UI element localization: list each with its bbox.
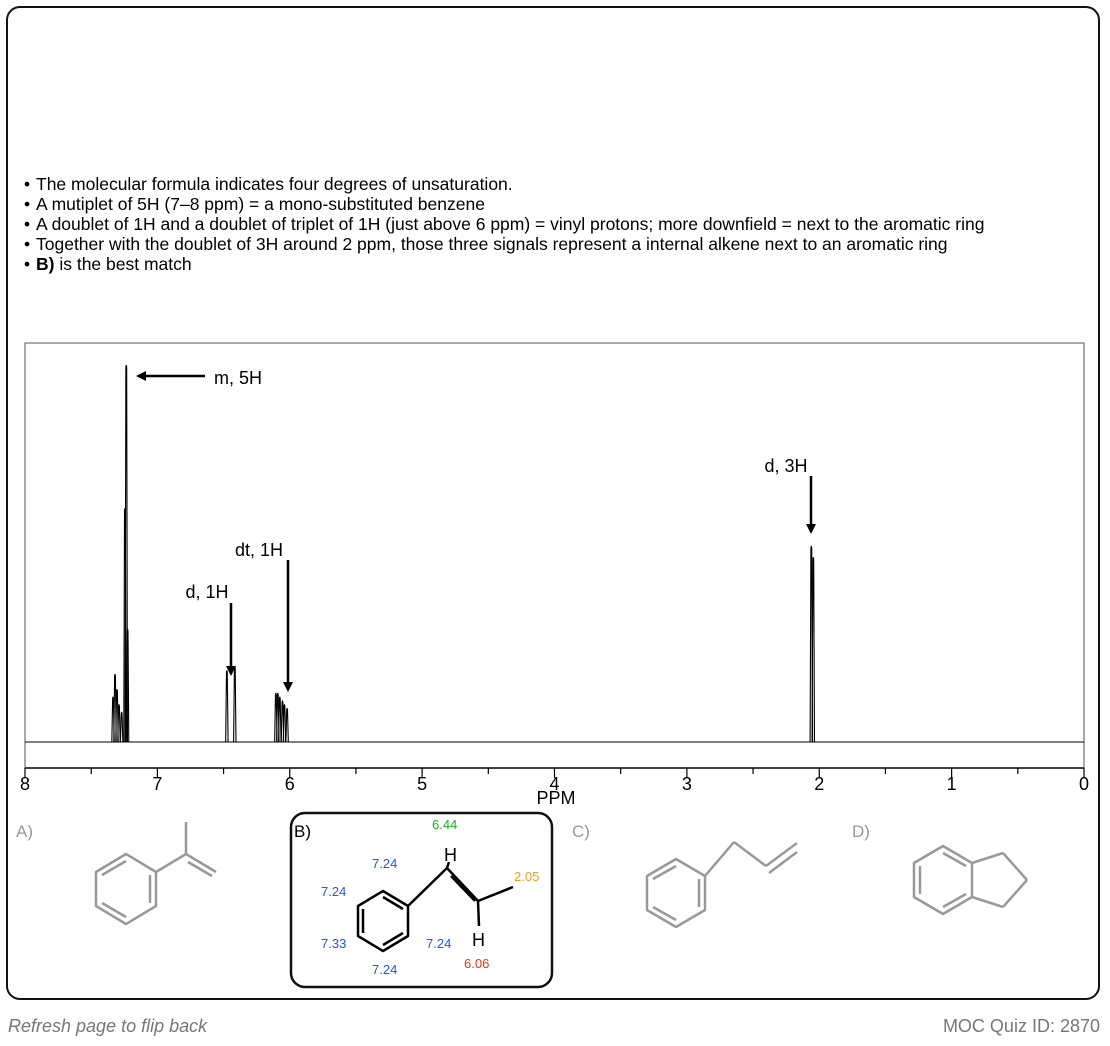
shift-label-aromatic: 7.24 — [372, 962, 397, 977]
shift-label-methyl: 2.05 — [514, 869, 539, 884]
shift-label-aromatic: 7.24 — [321, 884, 346, 899]
bullet-dot: • — [24, 254, 31, 274]
bullet-dot: • — [24, 174, 31, 194]
trans-beta-methylstyrene-structure — [356, 861, 514, 953]
annotation-dt1h: dt, 1H — [235, 540, 293, 692]
nmr-peak — [124, 364, 129, 743]
shift-label-aromatic: 7.24 — [426, 936, 451, 951]
x-axis-label: PPM — [536, 788, 575, 808]
bullet-dot: • — [24, 234, 31, 254]
quiz-id: MOC Quiz ID: 2870 — [942, 1016, 1100, 1036]
nmr-peak — [276, 692, 280, 743]
annotation-label: m, 5H — [214, 368, 262, 388]
x-tick-label: 6 — [285, 774, 295, 794]
nmr-peak — [282, 704, 287, 743]
x-tick-label: 0 — [1079, 774, 1089, 794]
atom-h-label: H — [444, 845, 457, 865]
spectrum-peaks — [25, 364, 1084, 743]
option-label: B) — [294, 822, 311, 841]
shift-label-vinyl-top: 6.44 — [432, 817, 457, 832]
nmr-peak — [119, 711, 124, 743]
bullet-text: Together with the doublet of 3H around 2… — [36, 234, 948, 254]
shift-label-vinyl-bottom: 6.06 — [464, 956, 489, 971]
correct-answer-box — [289, 811, 554, 989]
x-tick-label: 8 — [20, 774, 30, 794]
plot-frame — [24, 342, 1085, 769]
shift-label-aromatic: 7.24 — [372, 856, 397, 871]
nmr-peak — [113, 674, 117, 743]
option-c[interactable]: C) — [572, 822, 798, 929]
annotation-m5h: m, 5H — [136, 368, 262, 388]
option-label: C) — [572, 822, 590, 841]
allylbenzene-structure — [645, 841, 798, 929]
bullet-text: is the best match — [54, 254, 192, 274]
refresh-hint: Refresh page to flip back — [8, 1016, 208, 1036]
annotation-d1h: d, 1H — [185, 582, 236, 676]
x-tick-label: 4 — [549, 774, 559, 794]
option-d[interactable]: D) — [852, 822, 1028, 916]
nmr-peak — [125, 628, 130, 743]
annotation-d3h: d, 3H — [764, 456, 816, 534]
bullet-bold: B) — [36, 254, 55, 274]
nmr-peak — [274, 692, 278, 743]
annotation-label: dt, 1H — [235, 540, 283, 560]
x-tick-label: 5 — [417, 774, 427, 794]
bullet-text: A doublet of 1H and a doublet of triplet… — [36, 214, 985, 234]
nmr-peak — [285, 707, 289, 743]
bullet-item: •The molecular formula indicates four de… — [24, 174, 1074, 194]
x-tick-label: 7 — [152, 774, 162, 794]
indane-structure — [912, 844, 1028, 916]
bullet-dot: • — [24, 214, 31, 234]
bullet-item: •A doublet of 1H and a doublet of triple… — [24, 214, 1074, 234]
bullet-item: •Together with the doublet of 3H around … — [24, 234, 1074, 254]
nmr-peak — [280, 700, 285, 743]
bullet-text: The molecular formula indicates four deg… — [36, 174, 513, 194]
x-tick-label: 3 — [682, 774, 692, 794]
nmr-peak — [117, 704, 121, 743]
x-axis: 8 7 6 5 4 3 2 1 0 — [20, 767, 1089, 794]
x-tick-label: 1 — [947, 774, 957, 794]
atom-h-label: H — [472, 930, 485, 950]
bullet-item: •B) is the best match — [24, 254, 1074, 274]
bullet-text: A mutiplet of 5H (7–8 ppm) = a mono-subs… — [36, 194, 485, 214]
option-label: D) — [852, 822, 870, 841]
x-tick-label: 2 — [814, 774, 824, 794]
option-label: A) — [16, 822, 33, 841]
bullet-item: •A mutiplet of 5H (7–8 ppm) = a mono-sub… — [24, 194, 1074, 214]
shift-label-aromatic: 7.33 — [321, 936, 346, 951]
nmr-peak — [278, 696, 282, 743]
option-b[interactable]: B) H H 6.44 2.05 6.06 7.24 7.24 7.33 7.2… — [289, 811, 554, 989]
annotation-label: d, 1H — [185, 582, 228, 602]
annotation-label: d, 3H — [764, 456, 807, 476]
option-a[interactable]: A) — [16, 822, 217, 926]
nmr-peak — [809, 545, 814, 743]
nmr-peak — [811, 557, 816, 743]
bullet-dot: • — [24, 194, 31, 214]
alpha-methylstyrene-structure — [94, 822, 217, 926]
explanation-list: •The molecular formula indicates four de… — [24, 174, 1074, 274]
nmr-peak — [115, 689, 119, 743]
